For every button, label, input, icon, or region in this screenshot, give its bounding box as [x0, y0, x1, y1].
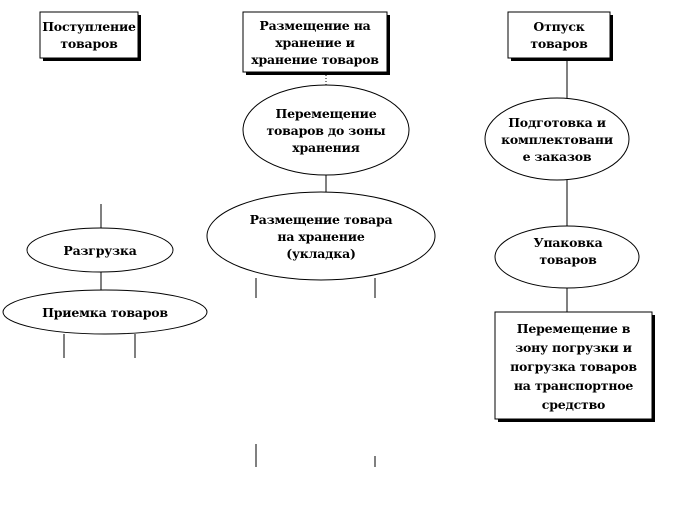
header-dispatch-label: Отпуск товаров: [530, 19, 588, 51]
header-dispatch-box: [507, 11, 611, 59]
ellipse-receiving-accept: [2, 289, 208, 335]
header-receiving-label: Поступление товаров: [42, 19, 136, 51]
step-receiving-accept-label: Приемка товаров: [42, 304, 168, 320]
header-storage-label: Размещение на хранение и хранение товаро…: [251, 17, 379, 67]
ellipse-dispatch-pack: [494, 225, 640, 289]
step-dispatch-load-label: Перемещение в зону погрузки и погрузка т…: [510, 320, 637, 412]
step-storage-move-label: Перемещение товаров до зоны хранения: [266, 105, 386, 155]
ellipse-storage-place: [206, 191, 436, 281]
ellipse-receiving-unload: [26, 227, 174, 273]
step-storage-place-label: Размещение товара на хранение (укладка): [249, 211, 393, 261]
header-storage-box: [242, 11, 388, 73]
step-dispatch-prepare-label: Подготовка и комплектовани е заказов: [501, 114, 613, 164]
step-dispatch-pack-label: Упаковка товаров: [533, 235, 603, 267]
ellipse-storage-move: [242, 84, 410, 176]
ellipse-dispatch-prepare: [484, 97, 630, 181]
header-receiving-box: [39, 11, 139, 59]
box-dispatch-load: [494, 311, 653, 420]
step-receiving-unload-label: Разгрузка: [63, 242, 137, 258]
